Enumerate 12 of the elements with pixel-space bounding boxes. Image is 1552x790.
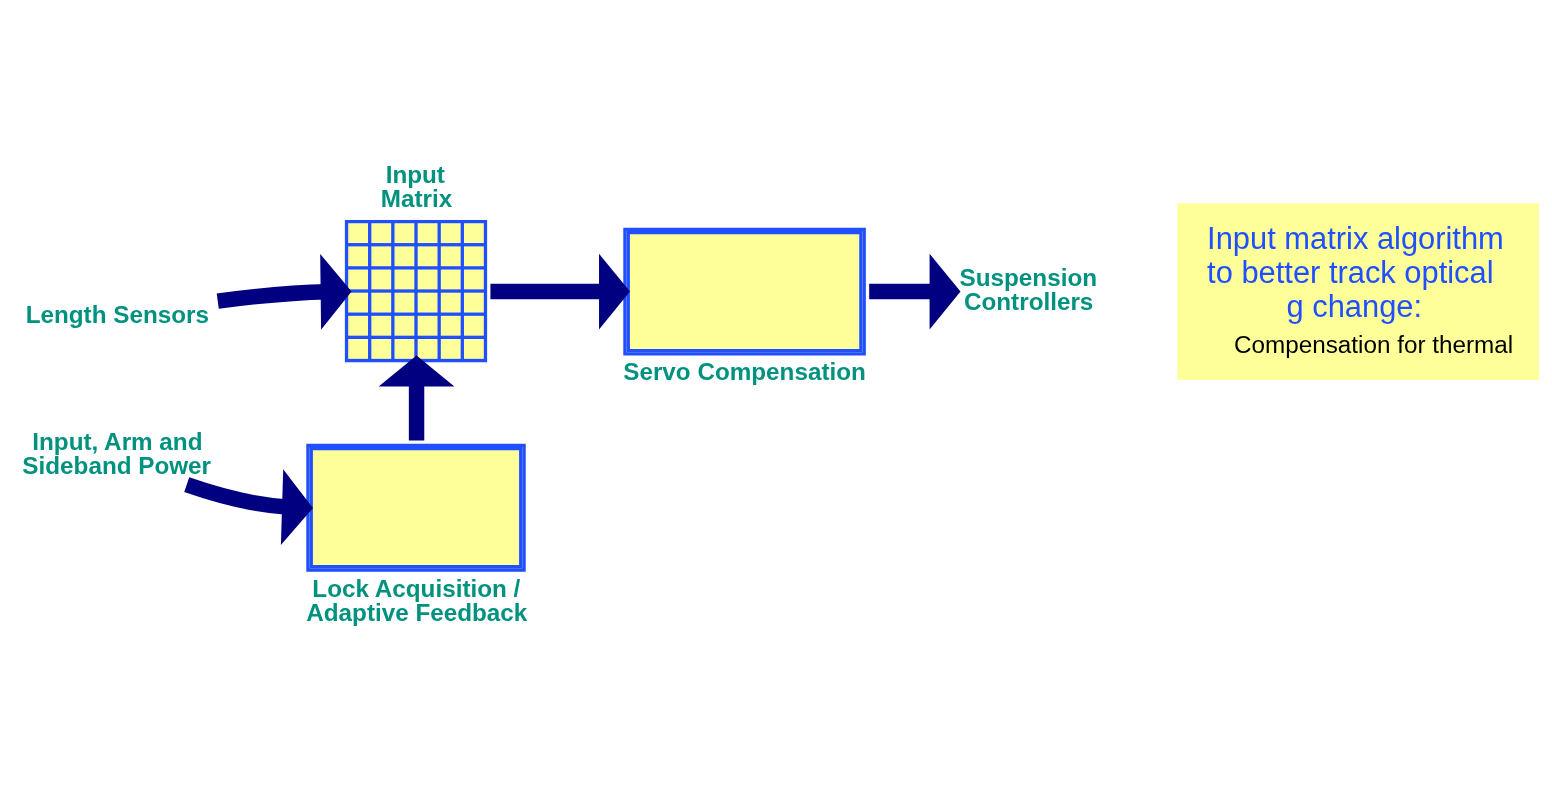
- node-text: Input, Arm and Sideband Power: [22, 427, 212, 479]
- node-text: Suspension Controllers: [959, 263, 1098, 315]
- node-label: Servo Compensation: [623, 357, 866, 385]
- arrow: [869, 253, 961, 329]
- arrow: [378, 355, 455, 440]
- node-label: Lock Acquisition / Adaptive Feedback: [306, 574, 528, 626]
- arrow: [216, 253, 352, 330]
- node-text: Length Sensors: [25, 300, 209, 328]
- node-box: Input matrix algorithm to better track optical g change: Compensation for thermal: [1177, 202, 1539, 380]
- arrow: [184, 468, 313, 545]
- node-label: Input Matrix: [380, 160, 453, 212]
- arrow: [490, 253, 630, 329]
